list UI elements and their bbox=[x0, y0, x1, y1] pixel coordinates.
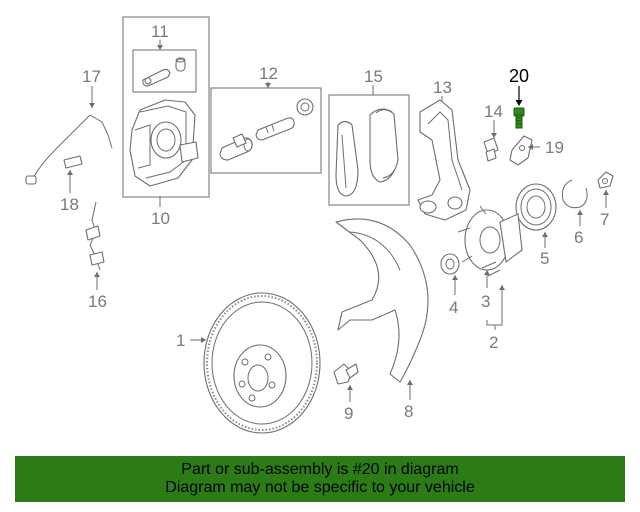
splash-shield[interactable] bbox=[335, 218, 429, 383]
info-banner: Part or sub-assembly is #20 in diagram D… bbox=[15, 456, 625, 502]
bracket-bolt[interactable] bbox=[483, 137, 499, 162]
clip[interactable] bbox=[597, 171, 614, 189]
banner-line-2: Diagram may not be specific to your vehi… bbox=[165, 479, 475, 496]
sensor-bracket[interactable] bbox=[509, 135, 533, 166]
callout-14: 14 bbox=[484, 102, 503, 121]
highlighted-bolt-part-20[interactable] bbox=[513, 107, 525, 129]
guide-pin-kit[interactable] bbox=[219, 98, 314, 161]
caliper-kit-box bbox=[132, 49, 197, 93]
callout-18: 18 bbox=[60, 195, 79, 214]
parts-diagram: 1 2 3 4 5 6 7 8 9 10 11 12 13 14 15 16 1… bbox=[25, 16, 614, 434]
shield-bolt[interactable] bbox=[333, 363, 359, 385]
wheel-hub[interactable] bbox=[457, 205, 523, 277]
snap-ring[interactable] bbox=[561, 179, 588, 209]
callout-3: 3 bbox=[481, 292, 490, 311]
sensor-harness[interactable] bbox=[85, 201, 105, 271]
callout-8: 8 bbox=[404, 402, 413, 421]
callout-1: 1 bbox=[176, 331, 185, 350]
callout-2: 2 bbox=[489, 333, 498, 352]
callout-12: 12 bbox=[259, 64, 278, 83]
caliper-repair-kit[interactable] bbox=[142, 57, 186, 87]
brake-pad-box bbox=[328, 94, 410, 206]
callout-13: 13 bbox=[433, 78, 452, 97]
highlight-arrow bbox=[515, 86, 523, 106]
callout-5: 5 bbox=[540, 249, 549, 268]
callout-6: 6 bbox=[574, 228, 583, 247]
callout-17: 17 bbox=[82, 67, 101, 86]
callout-15: 15 bbox=[364, 67, 383, 86]
caliper-group-box bbox=[122, 16, 210, 198]
callout-16: 16 bbox=[88, 292, 107, 311]
brake-pads[interactable] bbox=[335, 108, 399, 197]
brake-rotor[interactable] bbox=[203, 292, 321, 434]
hub-nut[interactable] bbox=[440, 253, 460, 275]
callout-11: 11 bbox=[151, 22, 169, 41]
banner-line-1: Part or sub-assembly is #20 in diagram bbox=[181, 461, 459, 478]
brake-caliper[interactable] bbox=[129, 99, 199, 187]
wheel-bearing[interactable] bbox=[515, 183, 557, 231]
guide-pin-kit-box bbox=[210, 87, 322, 174]
leader-arrows bbox=[67, 45, 609, 390]
callout-10: 10 bbox=[151, 209, 170, 228]
caliper-bracket[interactable] bbox=[417, 99, 471, 221]
callout-9: 9 bbox=[344, 404, 353, 423]
callout-19: 19 bbox=[545, 138, 564, 157]
callout-7: 7 bbox=[600, 210, 609, 229]
callout-4: 4 bbox=[449, 298, 458, 317]
callout-20: 20 bbox=[509, 66, 529, 86]
wheel-speed-sensor[interactable] bbox=[25, 114, 113, 185]
